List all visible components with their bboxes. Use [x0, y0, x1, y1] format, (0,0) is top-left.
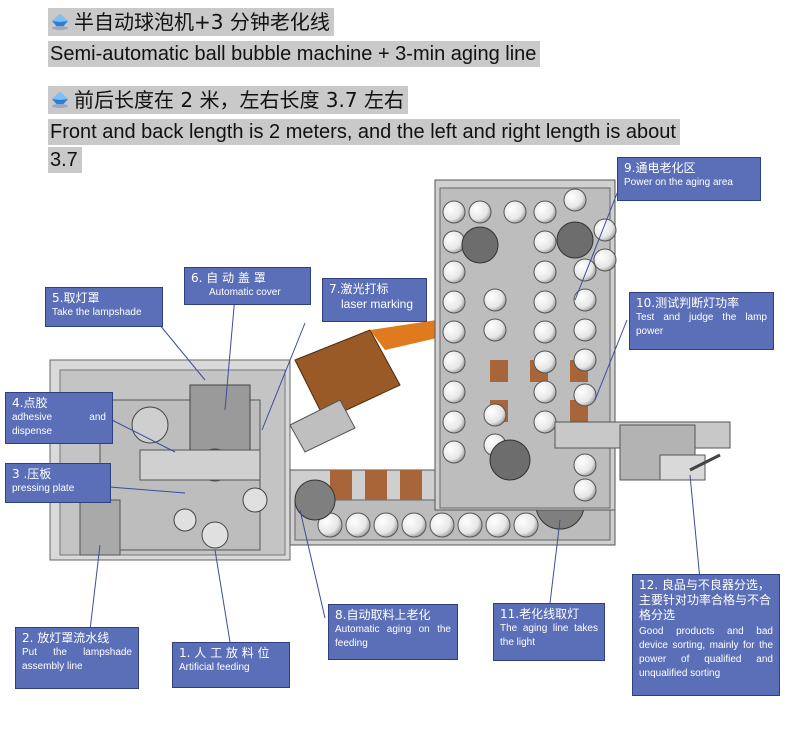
heading2-cn: 前后长度在 2 米，左右长度 3.7 左右: [48, 86, 408, 114]
heading2-en-line1: Front and back length is 2 meters, and t…: [48, 119, 680, 145]
machine-layout-drawing: [49, 179, 731, 561]
heading1-en: Semi-automatic ball bubble machine + 3-m…: [48, 41, 541, 67]
gem-bullet-icon: [52, 92, 68, 108]
heading2-en-line2: 3.7: [48, 147, 82, 173]
heading1-cn: 半自动球泡机+3 分钟老化线: [48, 8, 334, 36]
aging-bulbs: [442, 188, 617, 502]
feed-bulbs: [317, 512, 539, 538]
gem-bullet-icon: [52, 14, 68, 30]
